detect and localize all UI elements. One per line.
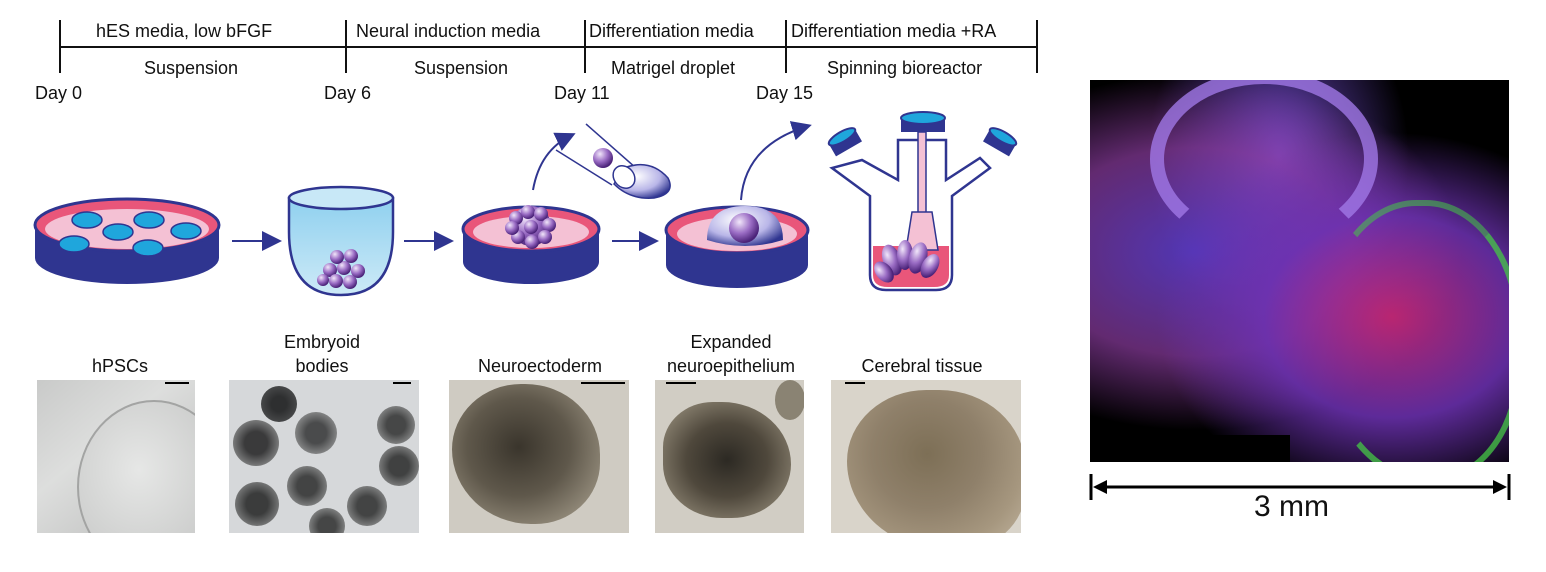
scale-bar [666, 382, 696, 384]
media-label: hES media, low bFGF [96, 21, 273, 41]
culture-label: Spinning bioreactor [827, 58, 983, 78]
fluorescence-image [1090, 80, 1509, 462]
cup-embryoid [287, 185, 395, 297]
culture-label: Suspension [144, 58, 239, 78]
scale-label: 3 mm [1254, 490, 1329, 523]
tick-day6 [345, 20, 347, 73]
scale-arrow [1089, 474, 1511, 500]
scale-bar [845, 382, 865, 384]
spinning-bioreactor [827, 111, 1018, 292]
tick-day15 [785, 20, 787, 73]
tick-day0 [59, 20, 61, 73]
arrow-up-4 [740, 121, 812, 201]
dish-droplet [664, 205, 810, 288]
micrograph-expanded-neuroepithelium [655, 380, 804, 533]
micrograph-neuroectoderm [449, 380, 629, 533]
scale-bar [581, 382, 625, 384]
stage-label-hpscs: hPSCs [91, 356, 149, 376]
dish-hpscs [33, 197, 221, 284]
day-label: Day 0 [35, 83, 83, 103]
arrow-up-3 [532, 132, 576, 191]
stage-label-neuroectoderm: Neuroectoderm [477, 356, 603, 376]
media-label: Neural induction media [356, 21, 541, 41]
timeline-axis [60, 46, 1038, 48]
media-label: Differentiation media +RA [791, 21, 997, 41]
micrograph-hpscs [37, 380, 195, 533]
tick-end [1036, 20, 1038, 73]
scale-bar [165, 382, 189, 384]
matrigel-droplet [555, 123, 671, 199]
media-label: Differentiation media [589, 21, 754, 41]
protocol-illustration [33, 111, 1018, 297]
day-label: Day 15 [756, 83, 814, 103]
micrograph-cerebral-tissue [831, 380, 1021, 533]
stage-label-cerebral: Cerebral tissue [861, 356, 983, 376]
dish-neuroectoderm [461, 205, 601, 284]
scale-bar [393, 382, 411, 384]
tick-day11 [584, 20, 586, 73]
micrograph-embryoid-bodies [229, 380, 419, 533]
culture-label: Matrigel droplet [611, 58, 736, 78]
day-label: Day 6 [324, 83, 372, 103]
culture-label: Suspension [414, 58, 509, 78]
day-label: Day 11 [554, 83, 610, 103]
